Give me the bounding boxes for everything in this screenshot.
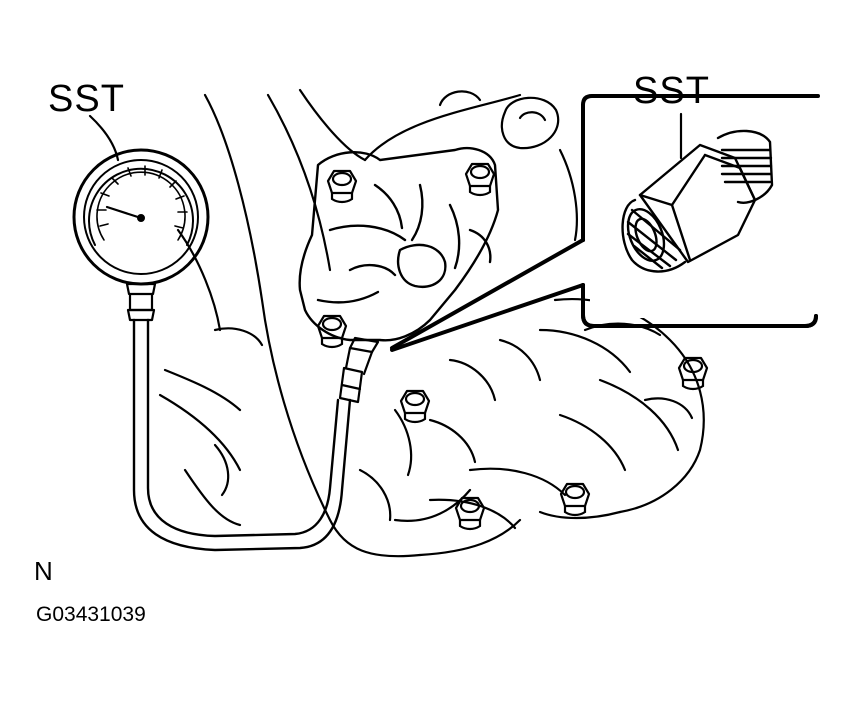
bolt — [559, 482, 591, 517]
bolt — [677, 356, 709, 391]
corner-mark: N — [34, 556, 53, 586]
hex-adapter-icon — [621, 129, 774, 273]
bolt — [316, 314, 348, 349]
leader-lines — [88, 112, 683, 162]
sst-adapter-label: SST — [633, 70, 710, 112]
figure-code: G03431039 — [36, 603, 146, 626]
pressure-gauge-icon — [72, 148, 210, 322]
pressure-hose — [132, 318, 352, 552]
bolt — [399, 389, 431, 424]
bolt — [464, 162, 496, 197]
bolt — [326, 169, 358, 204]
transmission-housing-icon — [158, 88, 705, 558]
bolts — [316, 162, 709, 531]
hose-fitting — [338, 336, 380, 404]
sst-gauge-label: SST — [48, 78, 125, 120]
bolt — [454, 496, 486, 531]
pump-cover — [298, 146, 500, 342]
